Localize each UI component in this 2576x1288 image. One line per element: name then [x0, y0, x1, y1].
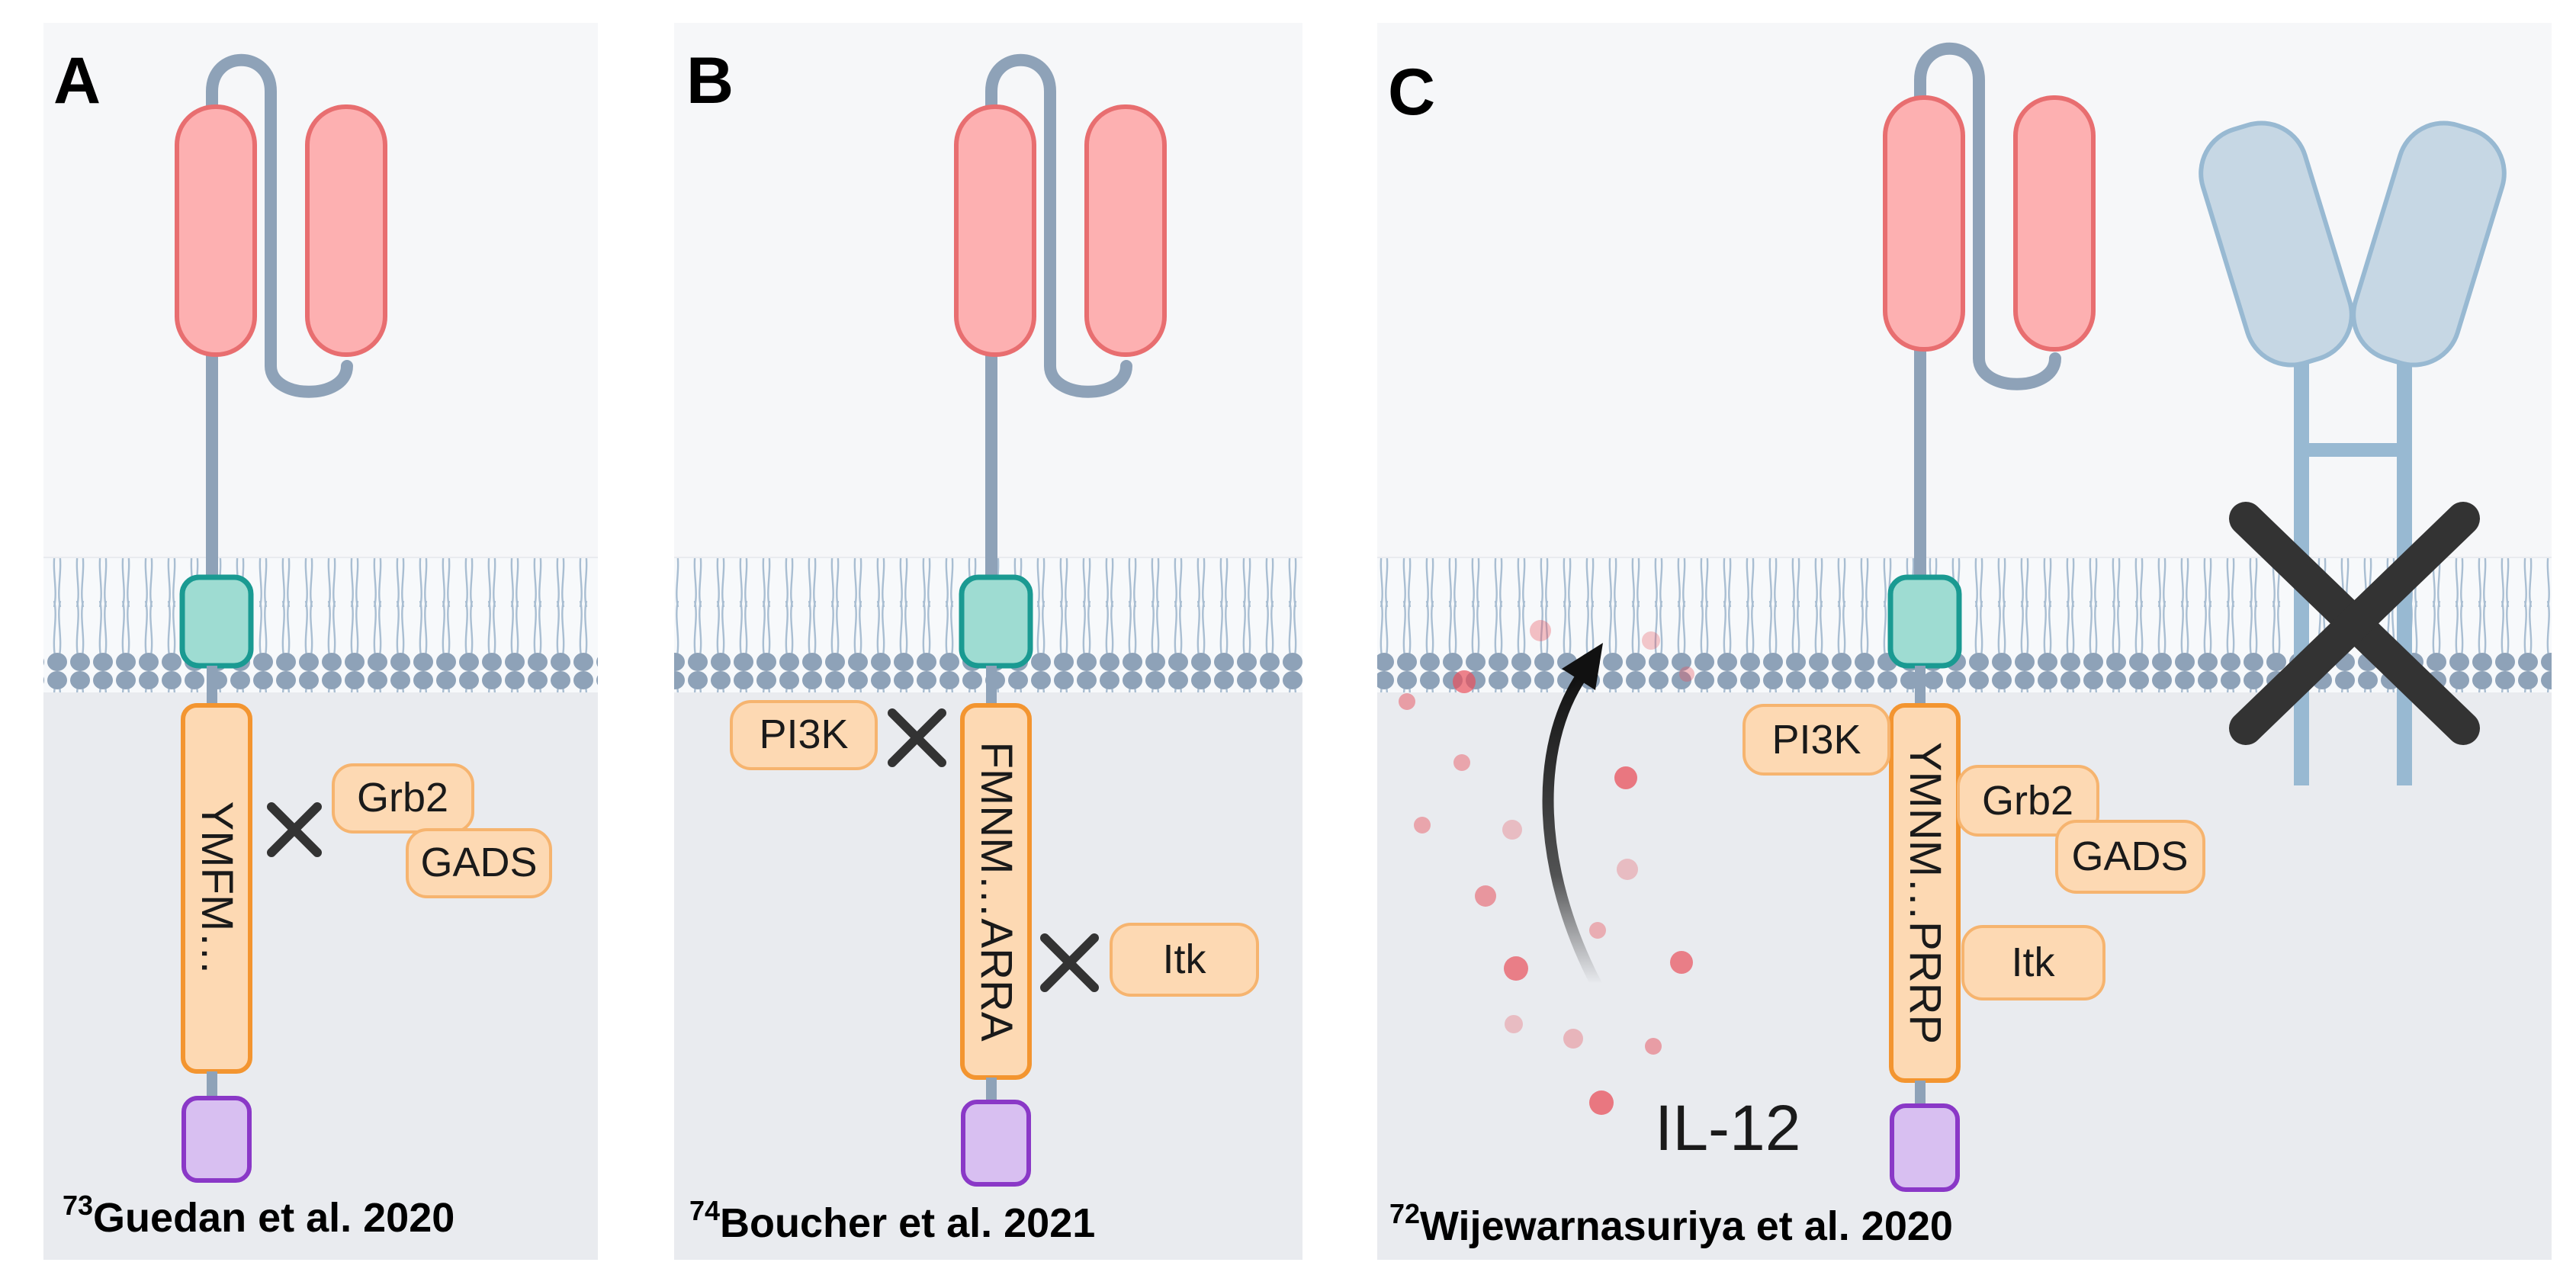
panel-a: A YMFM… Grb2 GADS 73Guedan et al. 2020 [43, 23, 598, 1260]
cytokine-label: IL-12 [1655, 1092, 1800, 1164]
citation: 74Boucher et al. 2021 [689, 1195, 1095, 1246]
hinge-linker [206, 53, 353, 398]
panel-label: B [686, 44, 734, 117]
partner-itk [1110, 923, 1259, 997]
partner-grb2-label: Grb2 [1982, 778, 2073, 824]
transmembrane-domain [179, 574, 254, 669]
x-mark-icon [1040, 933, 1099, 992]
partner-itk-label: Itk [2011, 940, 2055, 985]
citation: 73Guedan et al. 2020 [63, 1190, 454, 1241]
x-mark-icon [267, 802, 322, 857]
citation-ref-number: 74 [689, 1195, 720, 1226]
partner-grb2 [332, 763, 474, 834]
citation-text: Wijewarnasuriya et al. 2020 [1420, 1203, 1953, 1249]
panel-label: C [1388, 56, 1435, 129]
partner-pi3k-label: PI3K [1771, 717, 1861, 763]
ig-domain-vl [1883, 95, 1965, 352]
x-mark-icon [888, 708, 946, 767]
partner-gads [2055, 820, 2205, 894]
partner-itk [1961, 925, 2105, 1001]
partner-pi3k [730, 700, 878, 770]
citation: 72Wijewarnasuriya et al. 2020 [1389, 1198, 1953, 1249]
partner-gads-label: GADS [2071, 834, 2188, 879]
panel-b: B FMNM…ARRA PI3K Itk 74Boucher et al. 20… [674, 23, 1302, 1260]
hinge-linker [1914, 42, 2061, 390]
partner-pi3k-label: PI3K [759, 711, 848, 757]
citation-text: Guedan et al. 2020 [93, 1195, 454, 1241]
svg-text:72Wijewarnasuriya et al. 2020: 72Wijewarnasuriya et al. 2020 [1389, 1198, 1953, 1249]
partner-itk-label: Itk [1162, 936, 1206, 982]
partner-gads [406, 828, 552, 898]
citation-ref-number: 72 [1389, 1198, 1420, 1229]
partner-grb2 [1957, 765, 2099, 837]
cd3z-domain [1890, 1103, 1960, 1192]
ig-domain-vh [2013, 95, 2096, 352]
il12-particles [1399, 620, 1694, 1115]
motif-label: YMFM… [192, 801, 242, 976]
large-x-icon [2229, 502, 2480, 745]
motif-label: YMNM…PRRP [1900, 742, 1950, 1044]
svg-text:73Guedan et al. 2020: 73Guedan et al. 2020 [63, 1190, 454, 1241]
partner-gads-label: GADS [420, 840, 537, 885]
ig-domain-vh [1084, 104, 1167, 357]
transmembrane-domain [959, 574, 1033, 669]
cd3z-domain [181, 1096, 252, 1183]
hinge-linker [985, 53, 1132, 398]
cell-membrane [43, 558, 598, 692]
svg-text:74Boucher et al. 2021: 74Boucher et al. 2021 [689, 1195, 1095, 1246]
ig-domain-vl [954, 104, 1036, 357]
partner-pi3k [1742, 704, 1890, 776]
motif-label: FMNM…ARRA [972, 741, 1021, 1041]
curved-arrow-icon [1542, 643, 1603, 990]
cd3z-domain [961, 1100, 1031, 1187]
panel-c: C YMNM…PRRP PI3K Grb2 GADS Itk [1377, 23, 2552, 1260]
citation-ref-number: 73 [63, 1190, 93, 1221]
ig-domain-vl [175, 104, 257, 357]
ig-domain-vh [305, 104, 387, 357]
partner-grb2-label: Grb2 [357, 775, 448, 821]
citation-text: Boucher et al. 2021 [720, 1200, 1095, 1246]
panel-label: A [53, 44, 101, 117]
transmembrane-domain [1887, 574, 1962, 669]
